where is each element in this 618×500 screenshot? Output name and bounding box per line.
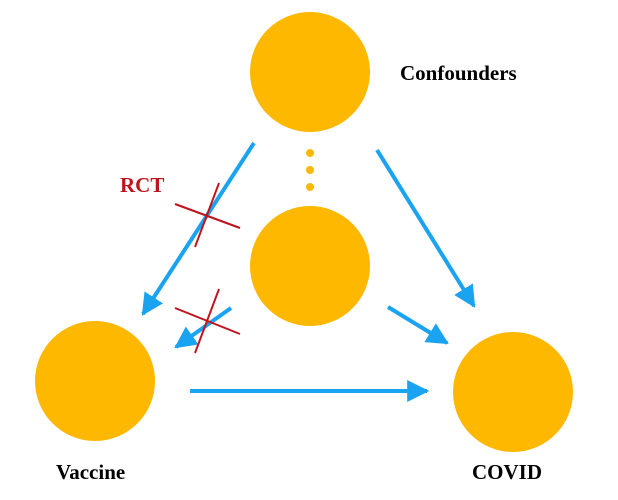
rct-block-mark-lower [174,288,241,354]
vaccine-node [35,321,155,441]
arrow-confounders-to-covid [375,148,476,308]
arrow-confounder2-to-covid [386,305,449,345]
rct-label: RCT [120,173,164,197]
rct-block-mark-upper [174,182,241,248]
arrow-confounders-to-vaccine [141,141,256,316]
covid-node [453,332,573,452]
confounders-node [250,12,370,132]
covid-label: COVID [472,460,542,484]
confounders-label: Confounders [400,61,517,85]
unobserved-confounder-node [250,206,370,326]
ellipsis-dots [306,149,314,191]
vaccine-label: Vaccine [56,460,125,484]
